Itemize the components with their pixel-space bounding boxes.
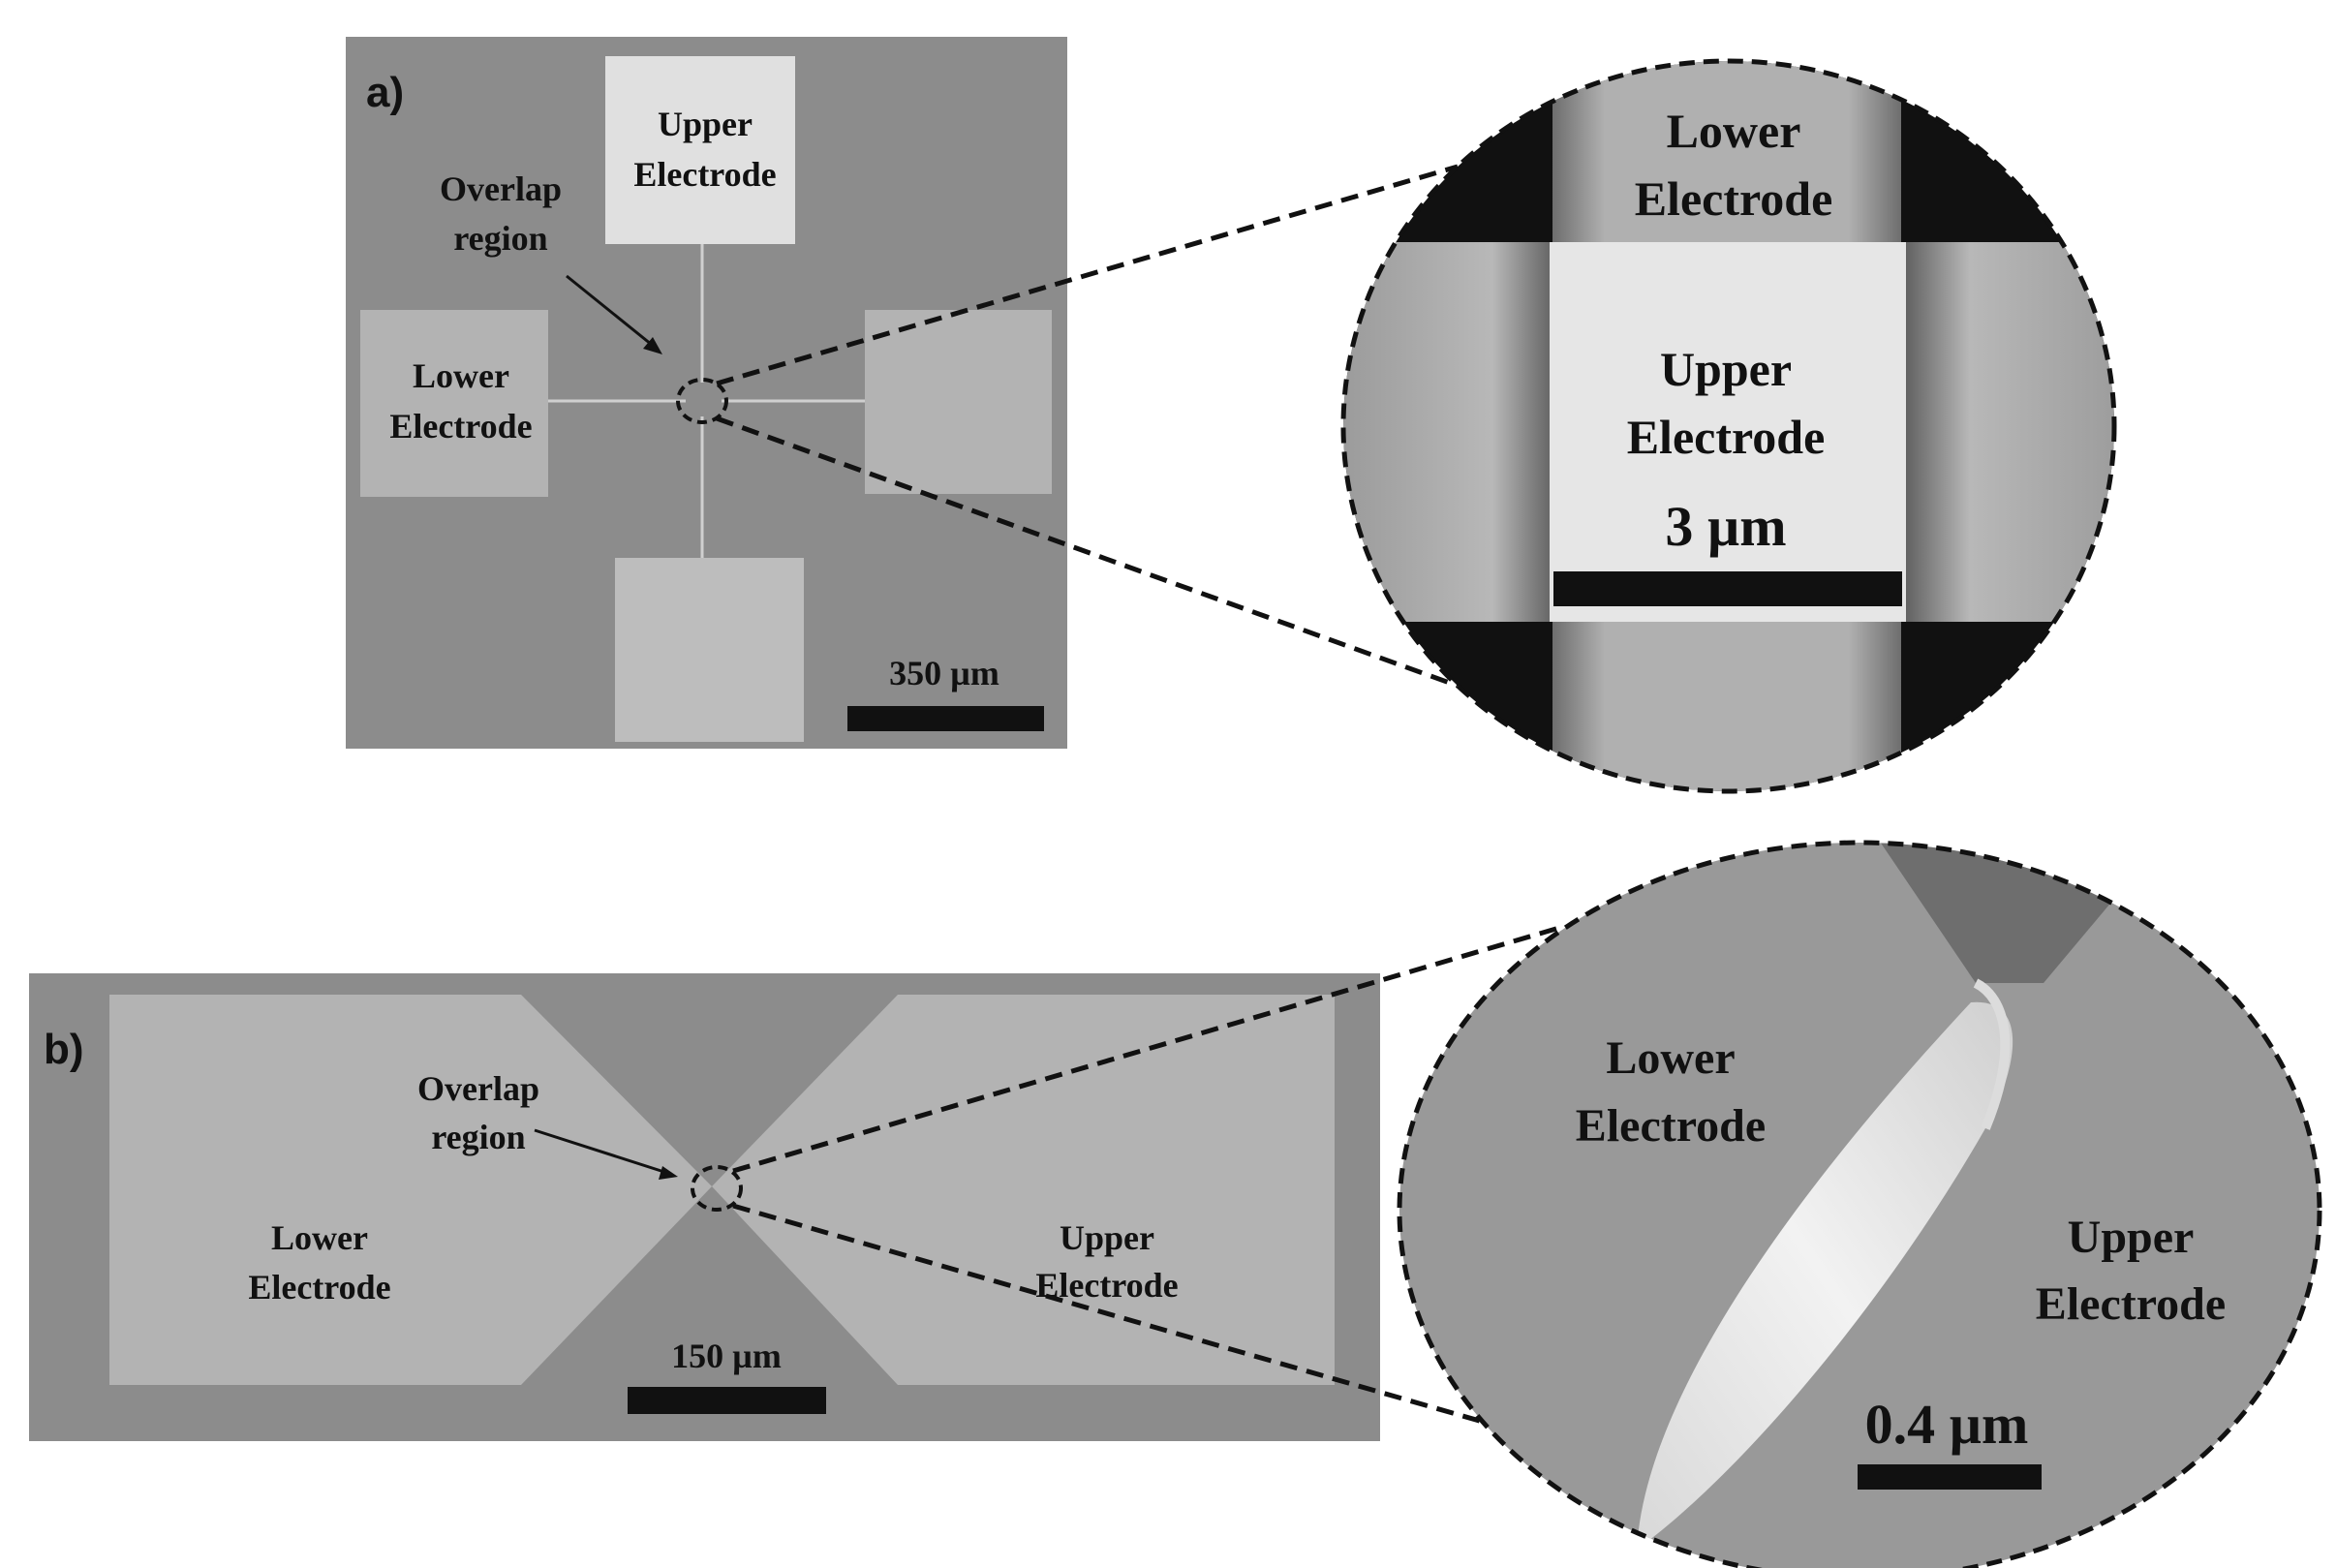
- panel-a-zoom-line-bottom: [716, 415, 1459, 689]
- panel-b-arrow-head: [659, 1166, 678, 1180]
- panel-a-zoom-vertical-strip-bottom: [1552, 610, 1901, 791]
- panel-a-pad-right: [865, 310, 1052, 494]
- panel-b-overlap-circle: [691, 1165, 743, 1212]
- panel-a-arrow: [566, 274, 658, 351]
- panel-b-zoom-border: [1397, 840, 2322, 1568]
- panel-a-zoom-line-top: [716, 164, 1459, 386]
- panel-a-zoom-scale-label: 3 µm: [1665, 495, 1786, 558]
- panel-b-scale-bar: [628, 1387, 826, 1414]
- panel-a-zoom-lower-label-line2: Electrode: [1635, 171, 1833, 226]
- panel-a: a) Upper Electrode Overlap region Lower …: [346, 37, 1067, 749]
- panel-b-overlap-label-line2: region: [431, 1118, 525, 1156]
- panel-b-zoom: [1399, 843, 2320, 1568]
- panel-a-upper-label-line2: Electrode: [633, 155, 776, 194]
- panel-a-overlap-label-line1: Overlap: [440, 169, 562, 208]
- panel-b-overlap-label-line1: Overlap: [417, 1069, 539, 1108]
- panel-b-zoom-overlap-edge: [1973, 978, 2011, 1130]
- panel-b-lower-label-line1: Lower: [271, 1218, 368, 1257]
- panel-b-scale-label: 150 µm: [671, 1337, 782, 1375]
- panel-b-arrow: [534, 1128, 671, 1176]
- panel-b: b) Overlap region Lower Electrode Upper …: [29, 973, 1380, 1441]
- panel-b-zoom-upper-label-line2: Electrode: [2036, 1278, 2226, 1330]
- panel-a-upper-pad-top: [605, 56, 795, 244]
- panel-b-zoom-line-top: [732, 925, 1560, 1174]
- panel-a-zoom-scale-bar: [1553, 571, 1902, 606]
- panel-b-letter: b): [44, 1026, 84, 1073]
- panel-b-upper-label-line1: Upper: [1060, 1218, 1154, 1257]
- panel-a-zoom-horizontal-electrode-right: [1900, 242, 2114, 622]
- panel-a-overlap-circle: [676, 378, 728, 424]
- panel-b-zoom-lower-label-line2: Electrode: [1576, 1100, 1766, 1152]
- panel-b-lower-electrode: [109, 995, 712, 1385]
- panel-a-zoom-horizontal-electrode-left: [1343, 242, 1559, 622]
- panel-b-zoom-lower-label-line1: Lower: [1606, 1032, 1735, 1084]
- panel-a-lower-label-line2: Electrode: [389, 407, 532, 446]
- panel-a-letter: a): [366, 69, 404, 116]
- panel-a-lower-label-line1: Lower: [413, 356, 509, 395]
- panel-a-zoom: [1343, 61, 2114, 791]
- panel-a-upper-label-line1: Upper: [658, 105, 753, 143]
- panel-a-arrow-head: [643, 337, 662, 354]
- panel-b-zoom-scale-bar: [1858, 1464, 2042, 1490]
- panel-b-upper-electrode: [712, 995, 1335, 1385]
- panel-b-zoom-line-bottom: [732, 1203, 1541, 1441]
- panel-a-zoom-upper-label-line2: Electrode: [1627, 410, 1826, 464]
- panel-a-scale-bar: [847, 706, 1044, 731]
- panel-b-zoom-overlap-leaf: [1637, 1001, 2013, 1550]
- panel-a-zoom-upper-electrode: [1550, 242, 1906, 622]
- panel-a-pad-bottom: [615, 558, 804, 742]
- panel-a-zoom-vertical-strip-top: [1552, 61, 1901, 252]
- panel-a-zoom-border: [1340, 58, 2117, 794]
- panel-a-zoom-upper-label-line1: Upper: [1660, 342, 1792, 396]
- panel-a-scale-label: 350 µm: [889, 654, 999, 692]
- panel-a-overlap-label-line2: region: [453, 219, 547, 258]
- panel-b-zoom-scale-label: 0.4 µm: [1865, 1393, 2029, 1456]
- panel-a-lower-pad-left: [360, 310, 548, 497]
- panel-b-zoom-upper-label-line1: Upper: [2068, 1212, 2195, 1263]
- panel-a-zoom-lower-label-line1: Lower: [1667, 104, 1801, 158]
- panel-b-lower-label-line2: Electrode: [248, 1268, 390, 1307]
